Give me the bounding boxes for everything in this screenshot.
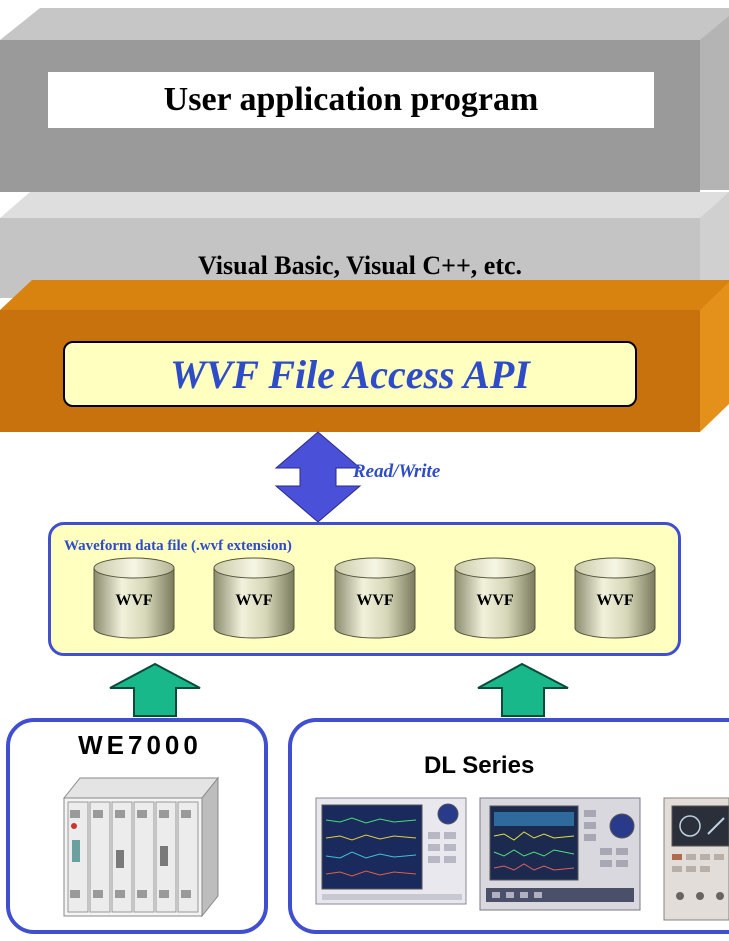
we7000-device-image [62, 776, 220, 918]
dl-instrument-image [479, 797, 641, 911]
wvf-file-label: WVF [115, 592, 153, 609]
wvf-cylinder-icon [93, 557, 175, 639]
wvf-file-label: WVF [356, 592, 394, 609]
read-write-label: Read/Write [353, 461, 441, 482]
dl-instrument-image [663, 797, 729, 921]
green-arrow-left [109, 662, 201, 717]
waveform-file-title: Waveform data file (.wvf extension) [64, 538, 292, 554]
app-layer-label: User application program [48, 72, 654, 128]
green-arrow-right [477, 662, 569, 717]
dl-instrument-image [315, 797, 467, 905]
dl-series-title: DL Series [424, 752, 535, 779]
wvf-file-label: WVF [235, 592, 273, 609]
wvf-file-label: WVF [476, 592, 514, 609]
wvf-cylinder-icon [454, 557, 536, 639]
language-layer-label: Visual Basic, Visual C++, etc. [197, 251, 523, 280]
api-label-box: WVF File Access API [63, 341, 637, 407]
wvf-cylinder-icon [574, 557, 656, 639]
wvf-cylinder-icon [334, 557, 416, 639]
wvf-file-label: WVF [596, 592, 634, 609]
we7000-title: WE7000 [78, 730, 202, 760]
wvf-cylinder-icon [213, 557, 295, 639]
